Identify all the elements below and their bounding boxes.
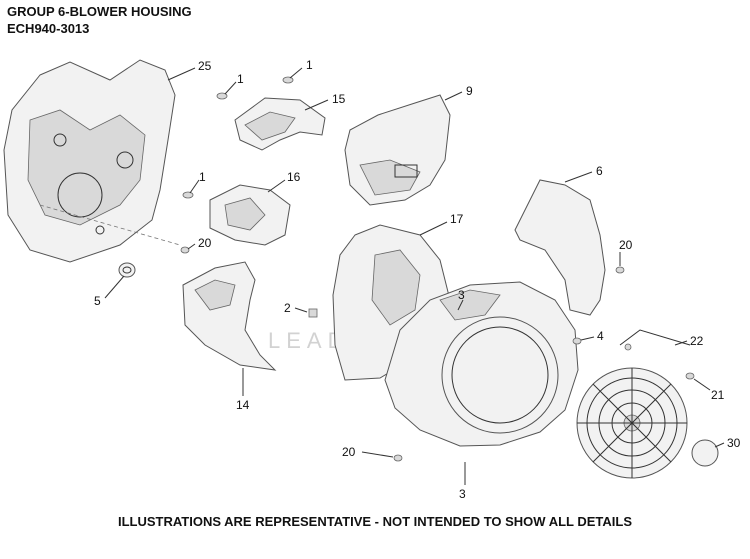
part-6-side-shroud <box>514 179 606 316</box>
callout-9: 9 <box>466 84 473 98</box>
disclaimer-footer: ILLUSTRATIONS ARE REPRESENTATIVE - NOT I… <box>118 514 632 529</box>
part-4-nut <box>572 337 582 345</box>
callout-17: 17 <box>450 212 464 226</box>
part-25-back-plate <box>3 59 176 263</box>
part-22-lead <box>619 329 691 351</box>
callout-3b: 3 <box>459 487 466 501</box>
callout-1c: 1 <box>199 170 206 184</box>
callout-16: 16 <box>287 170 301 184</box>
callout-4: 4 <box>597 329 604 343</box>
part-14-lower-baffle <box>182 261 277 371</box>
callout-22: 22 <box>690 334 704 348</box>
leader-lines <box>104 67 725 485</box>
callout-1a: 1 <box>237 72 244 86</box>
callout-21: 21 <box>711 388 725 402</box>
callout-3a: 3 <box>458 288 465 302</box>
fan-screen <box>576 367 688 479</box>
part-16-baffle <box>209 184 291 246</box>
part-30-decal <box>691 439 719 467</box>
callout-25: 25 <box>198 59 212 73</box>
model-number: ECH940-3013 <box>7 21 90 36</box>
callout-5: 5 <box>94 294 101 308</box>
part-1-screw <box>182 76 294 199</box>
callout-14: 14 <box>236 398 250 412</box>
callout-2: 2 <box>284 301 291 315</box>
part-9-upper-shroud <box>344 94 451 206</box>
page-title: GROUP 6-BLOWER HOUSING <box>7 4 192 19</box>
part-2-clip <box>308 308 318 318</box>
callout-1b: 1 <box>306 58 313 72</box>
callout-30: 30 <box>727 436 741 450</box>
callout-20c: 20 <box>342 445 356 459</box>
part-15-baffle <box>234 97 326 151</box>
callout-20a: 20 <box>198 236 212 250</box>
part-20-screw <box>180 246 625 462</box>
part-5-grommet <box>118 262 136 278</box>
part-21-fastener <box>685 372 695 380</box>
part-3-blower-housing <box>384 281 579 447</box>
callout-6: 6 <box>596 164 603 178</box>
callout-15: 15 <box>332 92 346 106</box>
callout-20b: 20 <box>619 238 633 252</box>
callout-labels: 25 1 1 15 9 1 16 17 6 20 20 5 2 3 4 22 1… <box>94 58 741 501</box>
